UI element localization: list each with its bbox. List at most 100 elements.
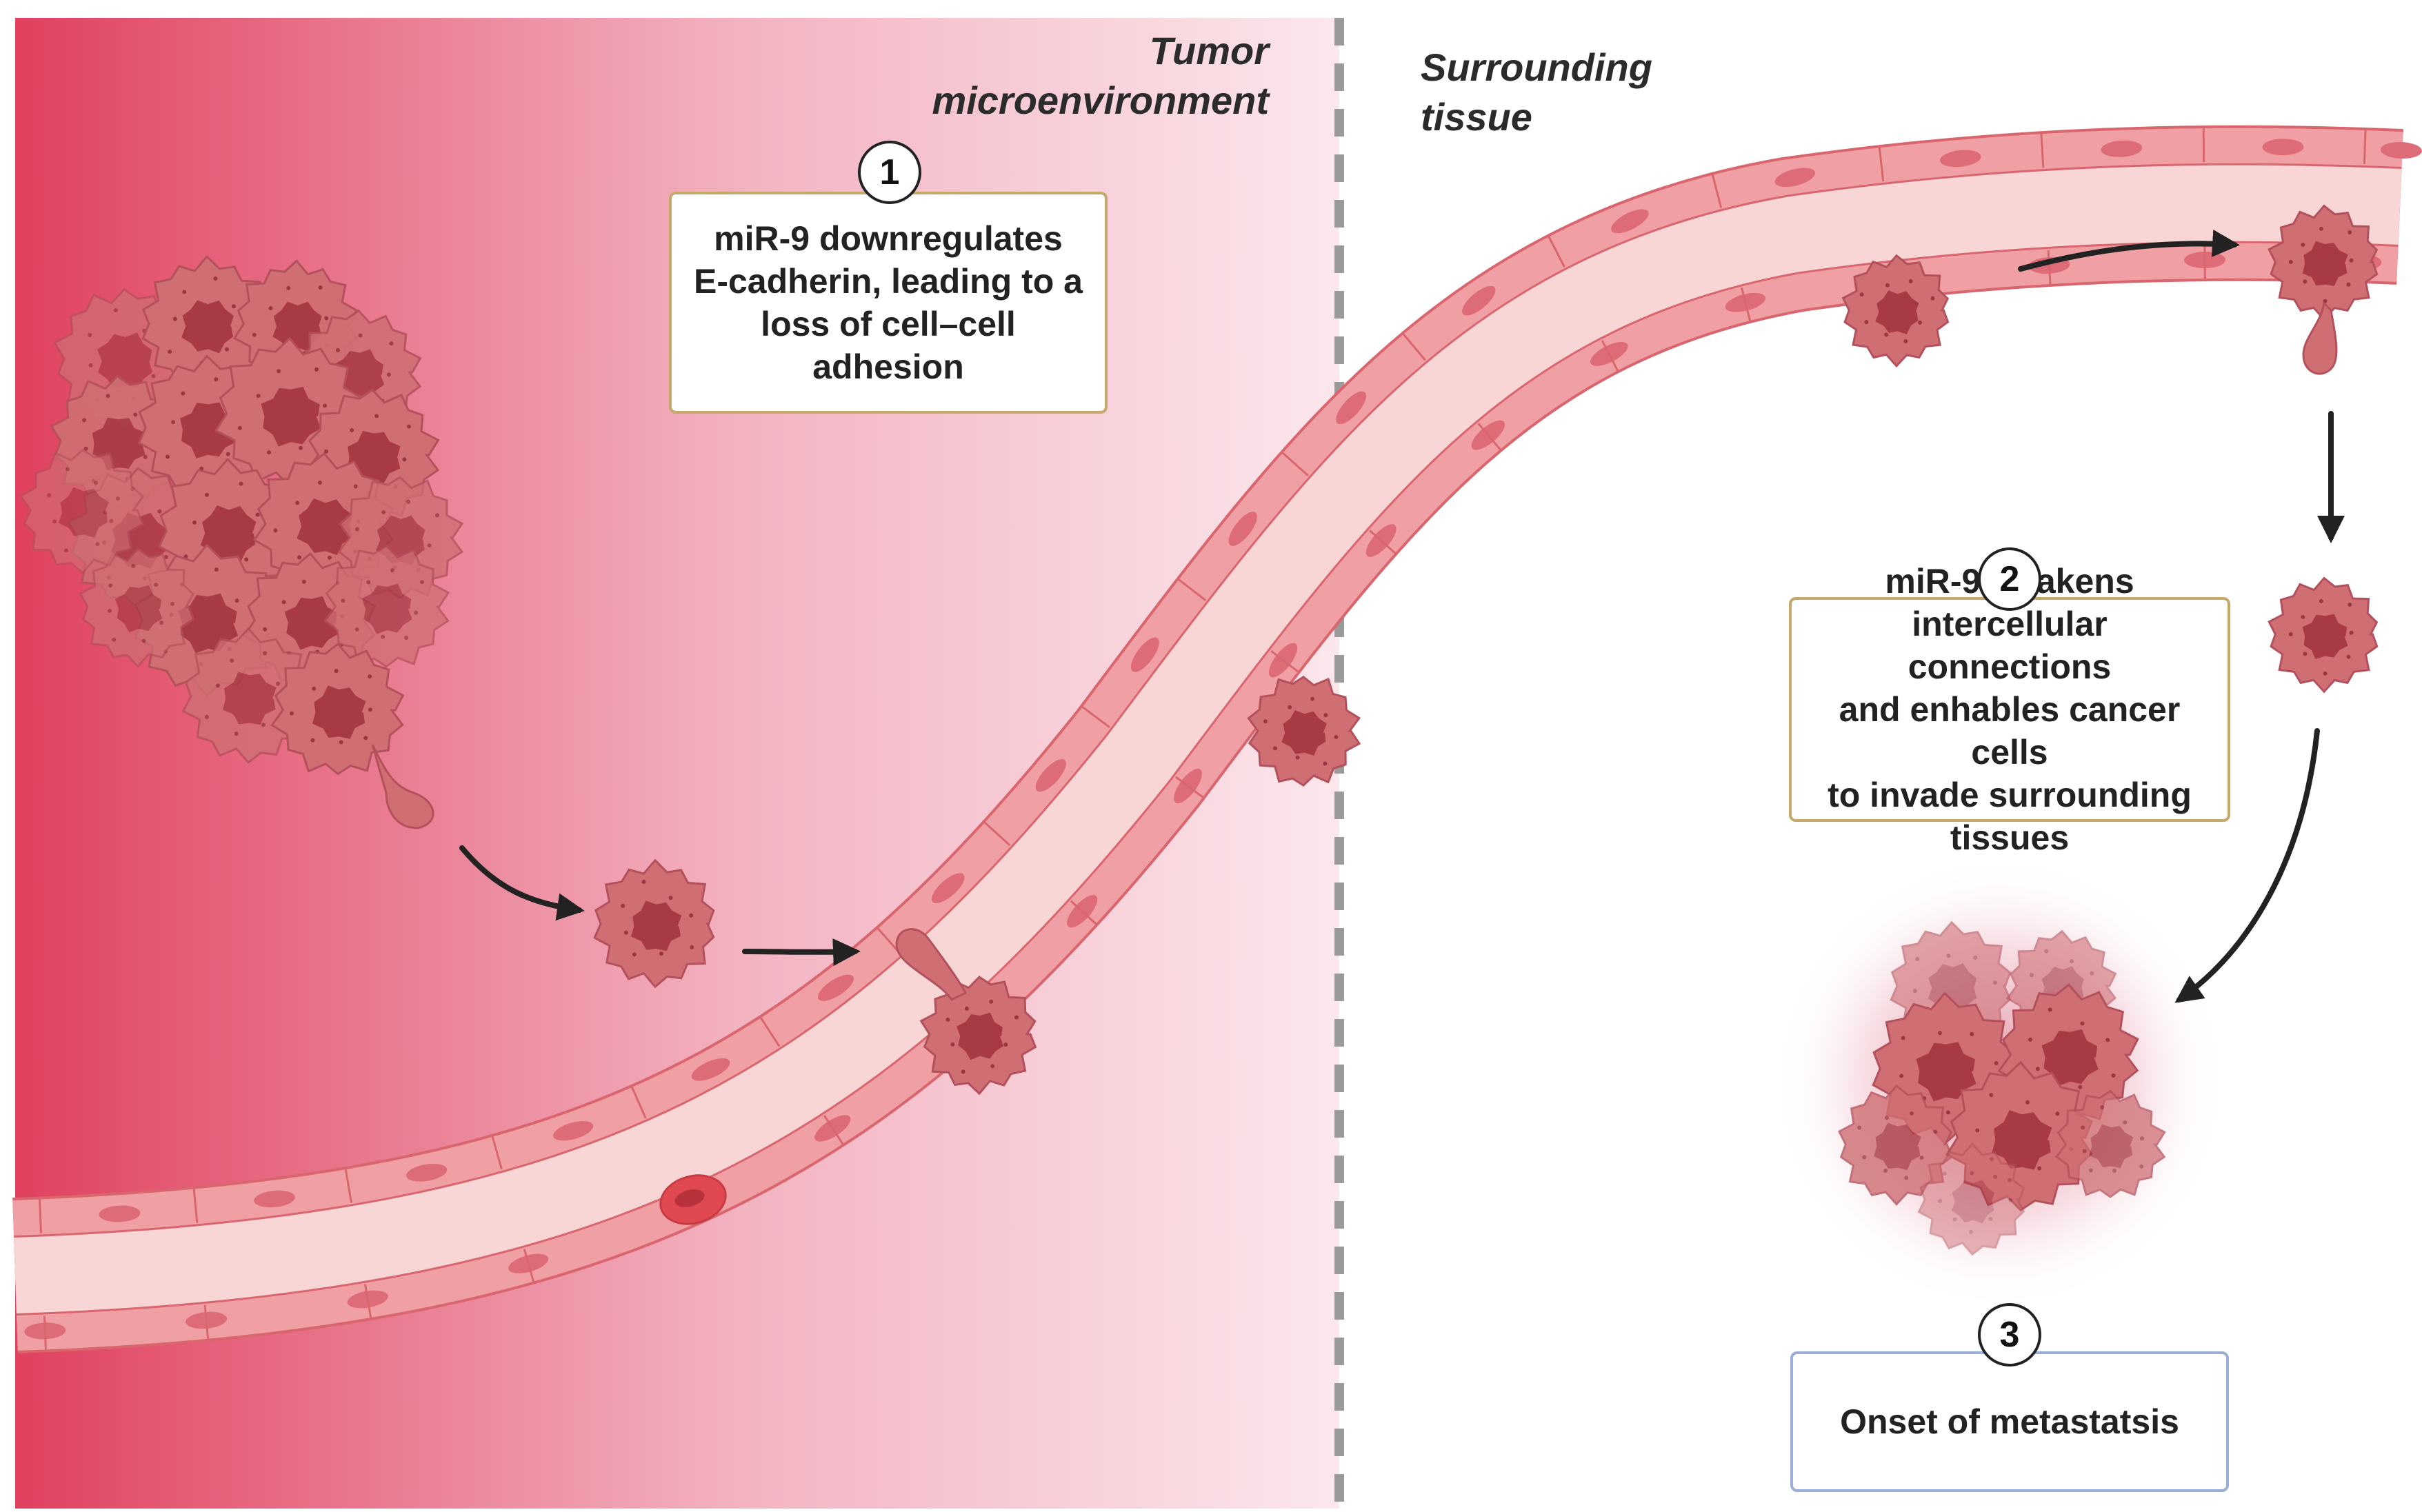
cell-granule <box>263 651 267 655</box>
cell-granule <box>286 286 290 290</box>
cell-granule <box>420 580 424 584</box>
cell-granule <box>116 496 120 501</box>
cell-granule <box>2289 260 2293 264</box>
cell-granule <box>2123 1120 2127 1125</box>
cell-granule <box>354 485 358 489</box>
step-1-badge: 1 <box>858 141 921 204</box>
cell-granule <box>319 285 323 290</box>
cell-granule <box>435 513 439 517</box>
cell-granule <box>205 715 209 719</box>
cell-granule <box>290 712 294 716</box>
step-2-callout: miR-9 weakens intercellular connections … <box>1789 597 2230 822</box>
cell-granule <box>632 952 637 956</box>
cell-granule <box>950 1042 954 1047</box>
cell-granule <box>1975 1129 1979 1133</box>
cell-granule <box>1864 320 1868 324</box>
cell-granule <box>108 609 112 613</box>
cell-granule <box>406 500 410 504</box>
cell-granule <box>1993 980 1997 985</box>
surrounding-tissue-label: Surrounding tissue <box>1421 43 1752 142</box>
cell-granule <box>1903 339 1908 343</box>
cell-granule <box>2028 1038 2032 1042</box>
cell-granule <box>1970 1171 1974 1176</box>
cell-granule <box>1931 296 1935 301</box>
wall-divider <box>2364 130 2365 164</box>
cell-granule <box>990 1064 994 1068</box>
cell-granule <box>669 896 673 900</box>
cell-granule <box>374 414 379 418</box>
cell-granule <box>2083 1149 2087 1153</box>
cell-granule <box>1910 1111 1914 1116</box>
cell-granule <box>2105 1038 2110 1042</box>
cell-granule <box>2080 1021 2084 1025</box>
cell-granule <box>2008 1198 2012 1202</box>
cell-granule <box>114 308 118 312</box>
cell-granule <box>159 621 163 625</box>
cell-granule <box>267 450 271 454</box>
cell-granule <box>407 425 411 429</box>
cell-granule <box>961 1069 965 1073</box>
cell-granule <box>1885 283 1890 288</box>
cell-granule <box>166 455 170 459</box>
cell-granule <box>276 682 280 686</box>
cell-granule <box>108 583 112 587</box>
cell-granule <box>1988 1217 1992 1221</box>
cell-granule <box>389 341 393 345</box>
cell-granule <box>268 306 272 310</box>
cell-granule <box>1913 989 1917 993</box>
cell-granule <box>1885 1116 1889 1120</box>
cell-granule <box>1918 321 1922 325</box>
cell-granule <box>1943 1171 1947 1176</box>
cell-granule <box>2089 1169 2093 1173</box>
cell-granule <box>1323 713 1328 717</box>
cell-granule <box>261 723 266 727</box>
cell-granule <box>355 627 359 632</box>
cell-granule <box>1946 954 1950 958</box>
cell-granule <box>235 598 239 603</box>
cell-granule <box>2347 283 2351 287</box>
cell-granule <box>2350 631 2354 635</box>
cell-granule <box>234 732 239 736</box>
cell-granule <box>336 348 340 352</box>
cell-granule <box>689 914 693 918</box>
cell-granule <box>109 519 113 523</box>
cell-granule <box>414 611 418 615</box>
cell-granule <box>252 333 257 337</box>
cancer-cell-icon <box>2269 578 2377 692</box>
cell-granule <box>2090 971 2094 976</box>
cell-granule <box>2348 603 2352 607</box>
arrow-icon <box>745 951 855 952</box>
cell-granule <box>1938 1031 1942 1035</box>
cell-granule <box>230 658 234 663</box>
step-3-callout: Onset of metastatsis <box>1790 1351 2229 1492</box>
cell-granule <box>2112 1169 2116 1173</box>
cell-granule <box>428 543 432 547</box>
cell-granule <box>256 513 260 517</box>
cell-granule <box>142 639 146 643</box>
cell-granule <box>366 581 370 585</box>
cell-granule <box>1952 1218 1956 1222</box>
cell-granule <box>143 455 148 459</box>
cell-granule <box>390 568 394 572</box>
cell-granule <box>624 931 628 935</box>
cell-granule <box>1883 1169 1888 1173</box>
cell-granule <box>381 635 385 639</box>
cell-granule <box>1904 1176 1908 1180</box>
cell-granule <box>323 403 327 407</box>
cell-granule <box>47 493 51 497</box>
cell-granule <box>2303 279 2307 283</box>
cell-granule <box>1003 1042 1008 1047</box>
cell-granule <box>1323 761 1327 765</box>
cell-granule <box>621 904 625 908</box>
cell-granule <box>312 687 316 691</box>
cell-granule <box>404 636 408 640</box>
cell-granule <box>2044 949 2048 954</box>
cell-granule <box>690 945 694 949</box>
cell-granule <box>216 683 220 687</box>
cell-granule <box>2303 652 2307 656</box>
cell-granule <box>157 510 161 514</box>
cell-granule <box>402 457 406 461</box>
cell-granule <box>314 367 319 372</box>
cell-granule <box>1273 746 1277 750</box>
